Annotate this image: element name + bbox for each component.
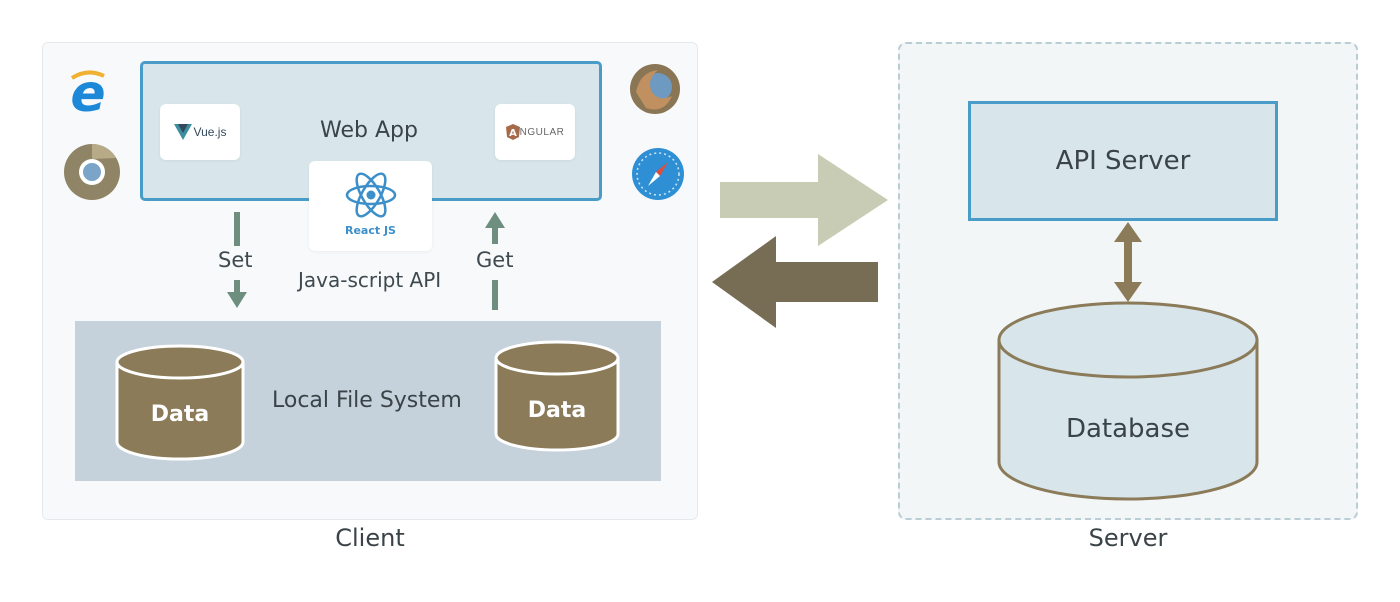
ie-icon: e (70, 64, 105, 124)
chrome-icon (64, 144, 120, 200)
angular-label: NGULAR (519, 126, 565, 138)
client-label: Client (335, 524, 405, 552)
firefox-icon (630, 64, 680, 114)
web-app-title: Web App (320, 118, 418, 143)
svg-text:e: e (70, 64, 105, 124)
vue-label: Vue.js (193, 125, 227, 139)
react-logo-card: React JS (309, 161, 432, 251)
safari-icon (632, 148, 684, 200)
api-db-arrow (1114, 222, 1142, 302)
angular-icon: A (505, 124, 520, 140)
angular-logo-card: A NGULAR (495, 104, 575, 160)
data-cylinder-left (115, 344, 245, 461)
database-cylinder (997, 301, 1259, 501)
local-file-system-title: Local File System (272, 388, 462, 413)
request-arrow (720, 154, 888, 246)
svg-text:A: A (509, 128, 517, 139)
react-label: React JS (345, 224, 396, 237)
vue-logo-card: Vue.js (160, 104, 240, 160)
database-label: Database (1065, 414, 1191, 444)
data-right-label: Data (527, 398, 587, 423)
vue-icon (173, 124, 192, 140)
set-label: Set (218, 248, 253, 272)
get-label: Get (476, 248, 514, 272)
react-icon (345, 172, 397, 218)
response-arrow (712, 236, 878, 328)
api-server-box: API Server (968, 101, 1278, 221)
server-label: Server (1088, 524, 1168, 552)
data-cylinder-right (494, 340, 620, 452)
get-arrow (485, 212, 505, 310)
set-arrow (227, 212, 247, 308)
js-api-label: Java-script API (298, 268, 442, 292)
data-left-label: Data (150, 402, 210, 427)
